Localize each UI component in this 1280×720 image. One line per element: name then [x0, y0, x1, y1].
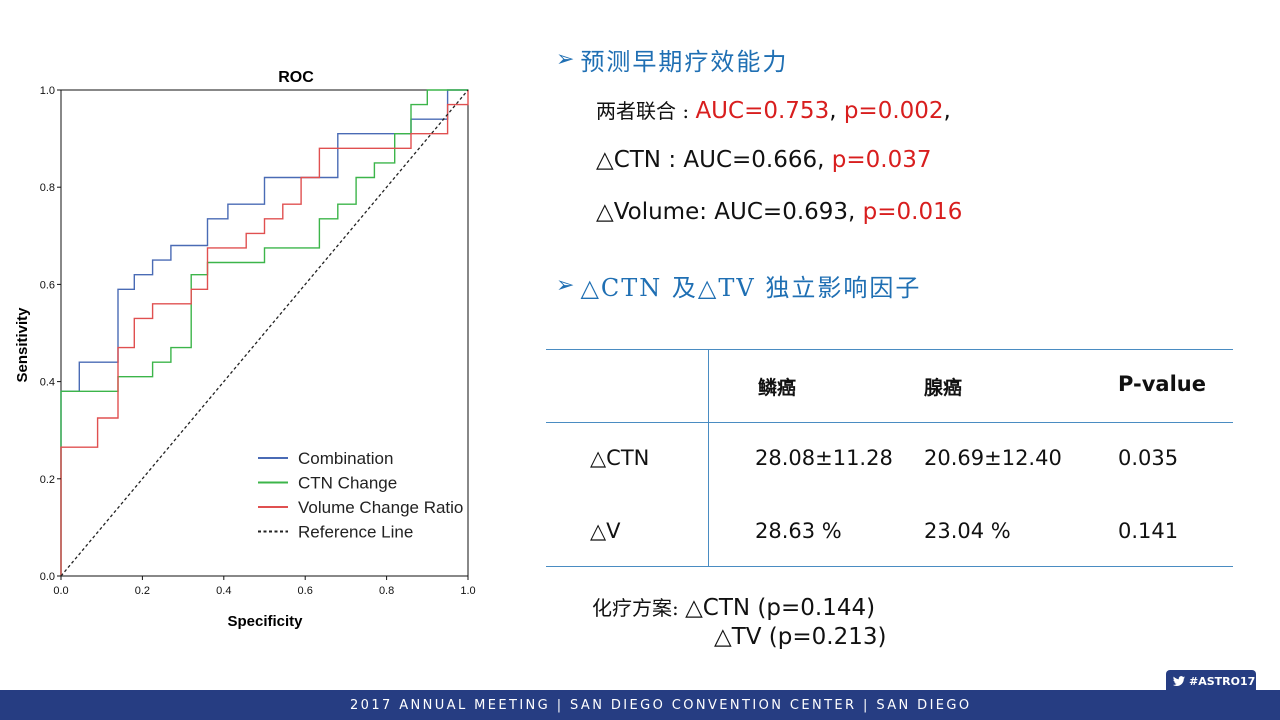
table-header-squamous: 鳞癌 [758, 377, 797, 399]
auc-volume-p: p=0.016 [862, 199, 963, 225]
table-row-ctn-squamous: 28.08±11.28 [755, 446, 893, 470]
chemo-line-tv: △TV (p=0.213) [714, 624, 886, 650]
table-rule-top [546, 349, 1233, 350]
auc-combined-label: 两者联合 : [596, 99, 696, 123]
auc-combined-line: 两者联合 : AUC=0.753, p=0.002, [596, 95, 951, 124]
y-tick-label: 0.8 [40, 182, 55, 194]
x-axis-title: Specificity [227, 613, 303, 630]
series-line-ctn-change [60, 89, 468, 576]
series-line-reference-line [60, 89, 469, 577]
footer-text: 2017 ANNUAL MEETING | SAN DIEGO CONVENTI… [350, 697, 972, 713]
y-tick-label: 0.2 [40, 474, 55, 486]
legend-label: Combination [298, 449, 393, 468]
table-rule-vertical [708, 349, 709, 567]
table-header-pvalue: P-value [1118, 372, 1206, 396]
plot-frame [60, 89, 469, 577]
x-tick-label: 0.6 [298, 585, 313, 597]
twitter-bird-icon [1172, 675, 1186, 686]
legend-label: Volume Change Ratio [298, 498, 463, 517]
auc-combined-p: p=0.002 [843, 98, 944, 124]
y-axis-ticks: 0.0 0.2 0.4 0.6 0.8 1.0 [40, 85, 61, 583]
x-tick-label: 0.0 [53, 585, 68, 597]
hashtag-badge: #ASTRO17 [1166, 670, 1256, 692]
table-row-v-label: △V [590, 519, 621, 543]
chemo-line-ctn: 化疗方案: △CTN (p=0.144) [592, 592, 875, 621]
x-tick-label: 0.8 [379, 585, 394, 597]
y-axis-title: Sensitivity [14, 307, 31, 383]
chemo-label: 化疗方案: [592, 596, 686, 620]
table-row-ctn-adeno: 20.69±12.40 [924, 446, 1062, 470]
chart-title: ROC [278, 69, 314, 86]
x-tick-label: 1.0 [460, 585, 475, 597]
table-row-v-squamous: 28.63 % [755, 519, 842, 543]
table-row-v-adeno: 23.04 % [924, 519, 1011, 543]
legend-label: CTN Change [298, 474, 397, 493]
stats-table: 鳞癌 腺癌 P-value △CTN 28.08±11.28 20.69±12.… [546, 349, 1233, 567]
x-tick-label: 0.2 [135, 585, 150, 597]
hashtag-text: #ASTRO17 [1189, 674, 1256, 688]
heading-early-response-text: 预测早期疗效能力 [580, 48, 789, 76]
plot-area [60, 89, 469, 577]
x-axis-ticks: 0.0 0.2 0.4 0.6 0.8 1.0 [53, 576, 476, 597]
table-rule-bottom [546, 566, 1233, 567]
auc-ctn-line: △CTN : AUC=0.666, p=0.037 [596, 147, 931, 173]
auc-volume-line: △Volume: AUC=0.693, p=0.016 [596, 199, 962, 225]
arrow-bullet-icon: ➢ [556, 47, 577, 72]
y-tick-label: 0.0 [40, 571, 55, 583]
legend-label: Reference Line [298, 523, 413, 542]
footer-bar: 2017 ANNUAL MEETING | SAN DIEGO CONVENTI… [0, 690, 1280, 720]
auc-ctn-label: △CTN : AUC=0.666, [596, 147, 832, 173]
y-tick-label: 0.6 [40, 279, 55, 291]
heading-early-response: ➢ 预测早期疗效能力 [556, 42, 788, 77]
auc-ctn-p: p=0.037 [831, 147, 932, 173]
chemo-tv: △TV (p=0.213) [714, 624, 887, 650]
roc-chart: ROC 0.0 0.2 0.4 0.6 0.8 1.0 0.0 0.2 0.4 0.6 0.8 1.… [14, 69, 476, 630]
auc-volume-label: △Volume: AUC=0.693, [596, 199, 863, 225]
auc-combined-sep: , [829, 98, 844, 124]
table-row-ctn-label: △CTN [590, 446, 650, 470]
table-row-v-p: 0.141 [1118, 519, 1179, 543]
arrow-bullet-icon: ➢ [556, 273, 577, 298]
x-tick-label: 0.4 [216, 585, 231, 597]
series-line-volume-change-ratio [60, 90, 469, 576]
auc-combined-end: , [943, 98, 951, 124]
table-row-ctn-p: 0.035 [1118, 446, 1179, 470]
y-tick-label: 1.0 [40, 85, 55, 97]
auc-combined-value: AUC=0.753 [695, 98, 830, 124]
chemo-ctn: △CTN (p=0.144) [685, 595, 876, 621]
table-header-adeno: 腺癌 [924, 377, 963, 399]
heading-independent-factors: ➢ △CTN 及△TV 独立影响因子 [556, 268, 921, 303]
table-rule-header [546, 422, 1233, 423]
heading-independent-factors-text: △CTN 及△TV 独立影响因子 [580, 274, 922, 302]
y-tick-label: 0.4 [40, 377, 55, 389]
